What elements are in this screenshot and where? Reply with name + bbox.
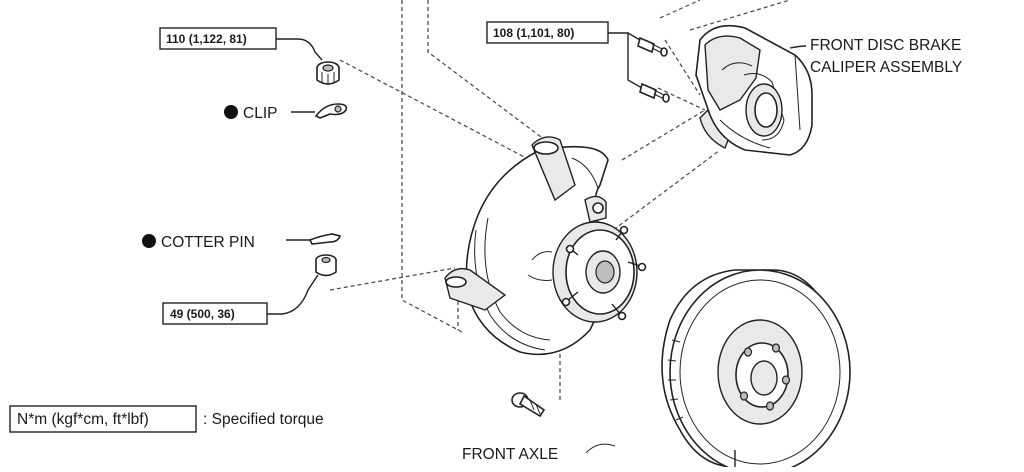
- black-dot-icon: [224, 105, 238, 119]
- torque-legend: N*m (kgf*cm, ft*lbf) : Specified torque: [9, 405, 324, 433]
- caliper-label-group: FRONT DISC BRAKE CALIPER ASSEMBLY: [789, 37, 962, 76]
- legend-unit-box: N*m (kgf*cm, ft*lbf): [17, 411, 149, 428]
- torque-value-caliper-bolts: 108 (1,101, 80): [493, 26, 574, 40]
- cotter-pin-part: [308, 233, 342, 245]
- clip-part: [314, 103, 348, 119]
- brake-caliper-assembly: [695, 24, 813, 156]
- torque-callout-tie-rod-nut: 49 (500, 36): [162, 274, 319, 325]
- steering-knuckle-assembly: [444, 136, 647, 356]
- caliper-label-line1: FRONT DISC BRAKE: [810, 37, 961, 54]
- torque-callout-knuckle-nut: 110 (1,122, 81): [159, 27, 323, 61]
- black-dot-icon: [142, 234, 156, 248]
- torque-value-tie-rod-nut: 49 (500, 36): [170, 307, 235, 321]
- watermark-arc: [585, 443, 616, 454]
- clip-label-group: CLIP: [224, 105, 315, 122]
- legend-description: : Specified torque: [203, 411, 324, 428]
- caliper-label-line2: CALIPER ASSEMBLY: [810, 59, 962, 76]
- brake-disc-rotor: [661, 269, 851, 472]
- caliper-bolt-upper: [637, 36, 668, 57]
- clip-label: CLIP: [243, 105, 277, 122]
- castle-nut-upper: [316, 61, 340, 85]
- torque-callout-caliper-bolts: 108 (1,101, 80): [486, 21, 643, 89]
- torque-value-knuckle-nut: 110 (1,122, 81): [166, 32, 247, 46]
- caliper-bolt-lower: [639, 82, 670, 103]
- assembly-guide-lines: [329, 0, 791, 400]
- front-axle-label: FRONT AXLE: [462, 446, 558, 463]
- cotter-pin-label: COTTER PIN: [161, 234, 255, 251]
- front-axle-bolt: [511, 392, 546, 418]
- castle-nut-lower: [315, 254, 337, 277]
- cotter-pin-label-group: COTTER PIN: [142, 234, 310, 251]
